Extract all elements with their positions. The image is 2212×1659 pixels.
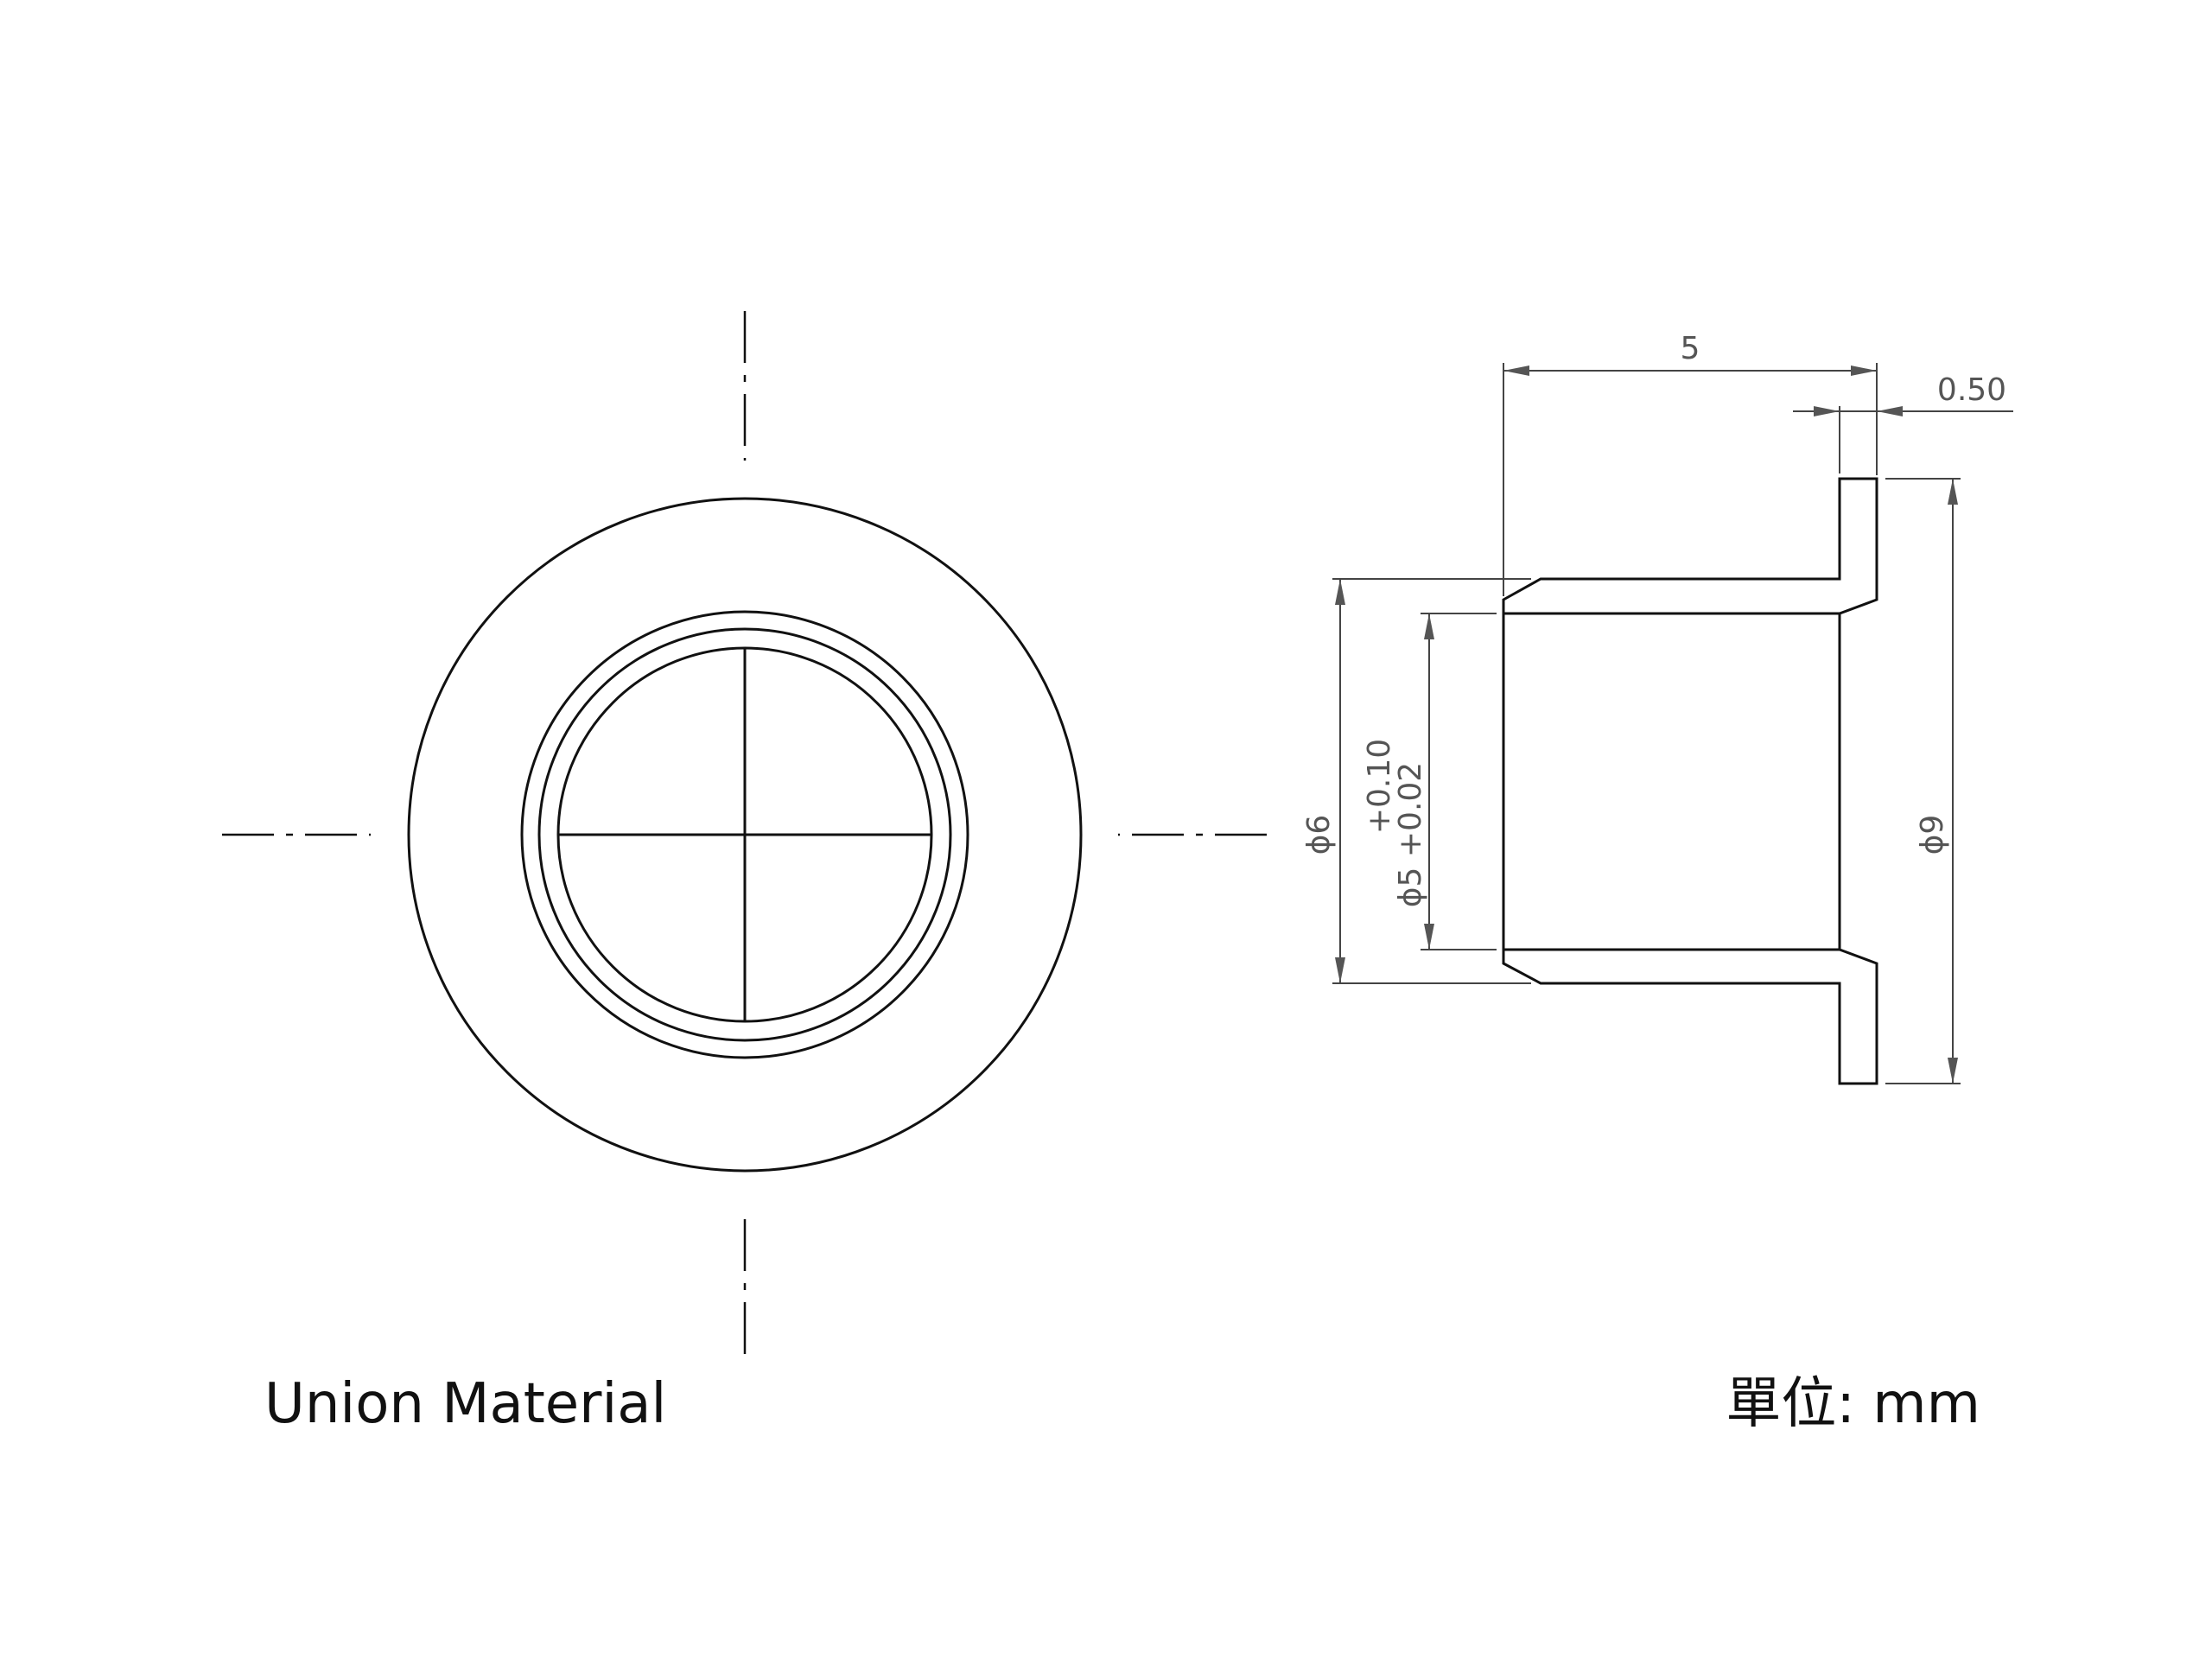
tube-outer-circle	[520, 610, 969, 1059]
flange-outer-circle	[407, 497, 1083, 1173]
dim-flange-diameter: ϕ9	[1915, 815, 1950, 855]
dim-outer-diameter: ϕ6	[1301, 815, 1337, 855]
dim-bore-diameter: ϕ5	[1393, 868, 1428, 908]
company-label: Union Material	[264, 1372, 666, 1436]
dim-bore-tolerance-lower: +0.02	[1393, 762, 1428, 857]
chamfer-circle	[537, 627, 952, 1042]
section-view	[1502, 477, 1878, 1085]
front-view	[222, 311, 1267, 1354]
dim-flange-thickness: 0.50	[1937, 372, 2006, 408]
svg-text:ϕ5 +0.02: ϕ5 +0.02	[1393, 762, 1428, 907]
section-lower-hatch	[1502, 948, 1878, 1085]
dim-length: 5	[1681, 331, 1700, 366]
dimensions: 5 0.50 ϕ6 +0.10 ϕ5 +0.02	[1301, 331, 2013, 1084]
dim-bore-tolerance-upper: +0.10	[1362, 739, 1397, 834]
section-upper-hatch	[1502, 477, 1878, 615]
units-label: 單位: mm	[1726, 1372, 1980, 1436]
